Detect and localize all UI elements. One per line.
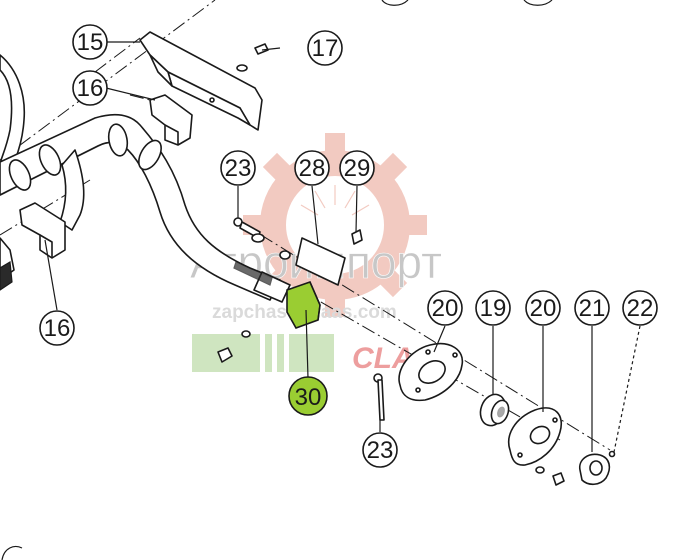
callout-16-top: 16	[72, 70, 108, 106]
callout-29: 29	[339, 150, 375, 186]
svg-text:20: 20	[432, 295, 459, 322]
svg-text:21: 21	[579, 295, 606, 322]
clamp-part-16-top	[149, 94, 193, 146]
svg-text:20: 20	[530, 295, 557, 322]
screw-part-29	[351, 229, 363, 245]
nut-part-21	[578, 453, 611, 486]
bracket-part-15	[139, 31, 263, 131]
svg-text:16: 16	[77, 75, 104, 102]
callout-15: 15	[72, 24, 108, 60]
callout-17: 17	[307, 30, 343, 66]
callout-16-bottom: 16	[39, 310, 75, 346]
plate-part-28	[295, 237, 346, 286]
svg-text:23: 23	[367, 437, 394, 464]
callout-23-top: 23	[220, 150, 256, 186]
screw-part-17	[236, 43, 281, 72]
bracket-part-30	[286, 281, 321, 329]
callout-28: 28	[294, 150, 330, 186]
svg-text:30: 30	[295, 384, 322, 411]
svg-text:22: 22	[627, 295, 654, 322]
callout-20-left: 20	[427, 290, 463, 326]
svg-text:23: 23	[225, 155, 252, 182]
callout-22: 22	[622, 290, 658, 326]
nut-washer-left	[217, 330, 251, 363]
callout-21: 21	[574, 290, 610, 326]
nipple-part-22	[608, 450, 616, 458]
svg-text:19: 19	[480, 295, 507, 322]
flange-part-20-right	[508, 407, 565, 486]
leader-lines	[44, 41, 641, 453]
svg-text:16: 16	[44, 315, 71, 342]
left-bracket-fragment	[0, 237, 15, 291]
bolt-part-23-bottom	[373, 373, 385, 421]
main-tube	[0, 113, 291, 303]
clamp-part-16-bottom	[19, 202, 66, 259]
svg-text:29: 29	[344, 155, 371, 182]
callout-19: 19	[475, 290, 511, 326]
callout-30-highlighted: 30	[288, 376, 328, 416]
callout-23-bottom: 23	[362, 432, 398, 468]
watermark-green-block	[192, 334, 334, 372]
svg-text:28: 28	[299, 155, 326, 182]
callout-20-right: 20	[525, 290, 561, 326]
flange-part-20-left	[398, 343, 464, 402]
edge-fragments	[1, 0, 553, 560]
bolt-part-23-top	[233, 217, 291, 260]
bearing-part-19	[479, 393, 510, 427]
svg-text:15: 15	[77, 29, 104, 56]
svg-text:17: 17	[312, 35, 339, 62]
